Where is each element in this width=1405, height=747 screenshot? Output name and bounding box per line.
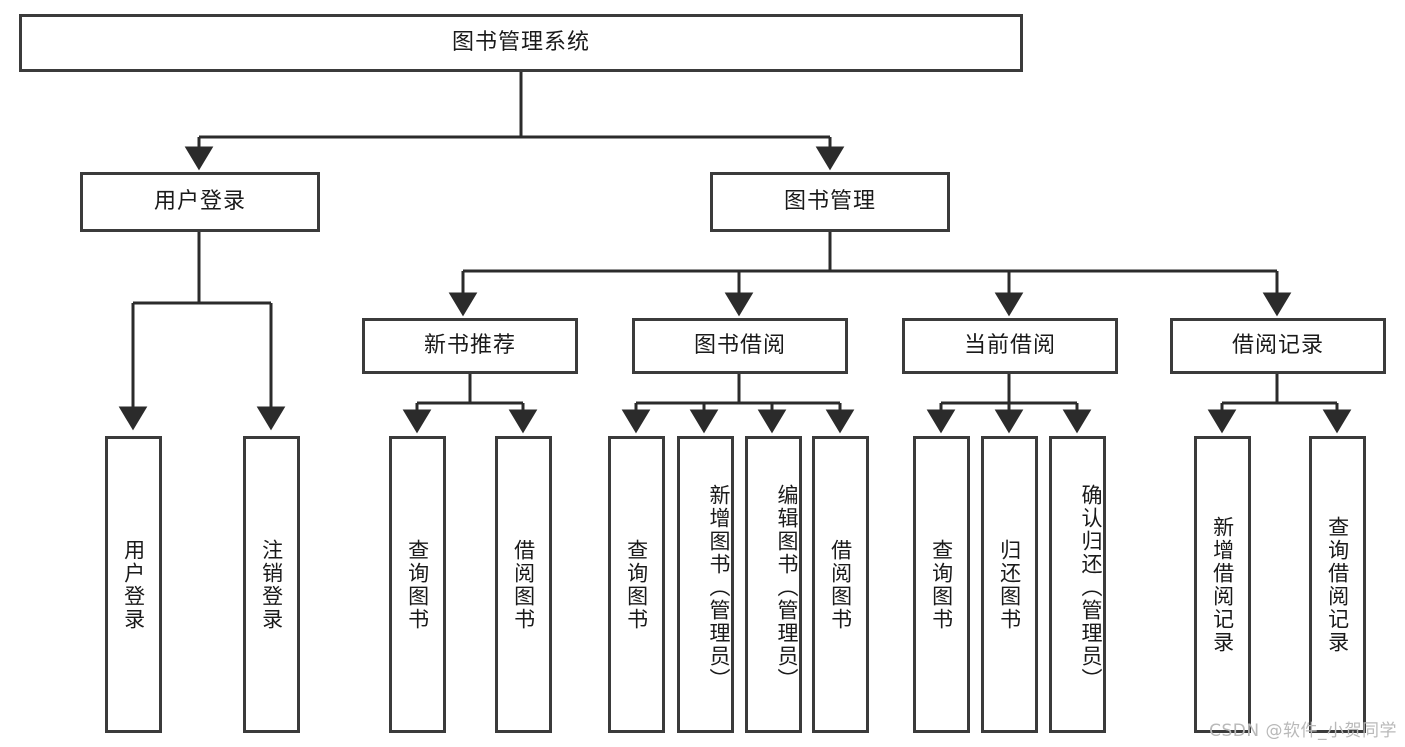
- node-book-borrow[interactable]: 图书借阅: [632, 318, 848, 374]
- node-leaf-edit-book[interactable]: 编辑图书（管理员）: [745, 436, 802, 733]
- node-leaf-query-record-label: 查询借阅记录: [1325, 515, 1350, 654]
- node-root-label: 图书管理系统: [451, 30, 590, 56]
- node-root[interactable]: 图书管理系统: [19, 14, 1023, 72]
- node-current-borrow-label: 当前借阅: [963, 333, 1056, 359]
- node-leaf-user-login[interactable]: 用户登录: [105, 436, 162, 733]
- node-leaf-user-logout[interactable]: 注销登录: [243, 436, 300, 733]
- node-leaf-borrow-book-2-label: 借阅图书: [828, 538, 853, 631]
- node-leaf-query-record[interactable]: 查询借阅记录: [1309, 436, 1366, 733]
- node-leaf-add-record[interactable]: 新增借阅记录: [1194, 436, 1251, 733]
- node-leaf-borrow-book-1[interactable]: 借阅图书: [495, 436, 552, 733]
- node-user-login[interactable]: 用户登录: [80, 172, 320, 232]
- node-leaf-user-logout-label: 注销登录: [259, 538, 284, 631]
- node-leaf-add-record-label: 新增借阅记录: [1210, 515, 1235, 654]
- node-leaf-query-book-1[interactable]: 查询图书: [389, 436, 446, 733]
- node-book-borrow-label: 图书借阅: [693, 333, 786, 359]
- node-leaf-query-book-2-label: 查询图书: [624, 538, 649, 631]
- node-leaf-return-book[interactable]: 归还图书: [981, 436, 1038, 733]
- node-leaf-user-login-label: 用户登录: [121, 538, 146, 631]
- node-leaf-query-book-3-label: 查询图书: [929, 538, 954, 631]
- node-leaf-query-book-1-label: 查询图书: [405, 538, 430, 631]
- node-book-manage[interactable]: 图书管理: [710, 172, 950, 232]
- node-current-borrow[interactable]: 当前借阅: [902, 318, 1118, 374]
- node-borrow-record[interactable]: 借阅记录: [1170, 318, 1386, 374]
- node-leaf-edit-book-label: 编辑图书（管理员）: [775, 484, 799, 691]
- node-new-book-rec-label: 新书推荐: [423, 333, 516, 359]
- node-leaf-query-book-2[interactable]: 查询图书: [608, 436, 665, 733]
- node-leaf-confirm-return-label: 确认归还（管理员）: [1079, 484, 1103, 691]
- node-leaf-borrow-book-1-label: 借阅图书: [511, 538, 536, 631]
- node-leaf-return-book-label: 归还图书: [997, 538, 1022, 631]
- node-book-manage-label: 图书管理: [783, 189, 876, 215]
- node-leaf-query-book-3[interactable]: 查询图书: [913, 436, 970, 733]
- node-user-login-label: 用户登录: [153, 189, 246, 215]
- node-leaf-add-book[interactable]: 新增图书（管理员）: [677, 436, 734, 733]
- node-borrow-record-label: 借阅记录: [1231, 333, 1324, 359]
- node-new-book-rec[interactable]: 新书推荐: [362, 318, 578, 374]
- node-leaf-add-book-label: 新增图书（管理员）: [707, 484, 731, 691]
- node-leaf-borrow-book-2[interactable]: 借阅图书: [812, 436, 869, 733]
- node-leaf-confirm-return[interactable]: 确认归还（管理员）: [1049, 436, 1106, 733]
